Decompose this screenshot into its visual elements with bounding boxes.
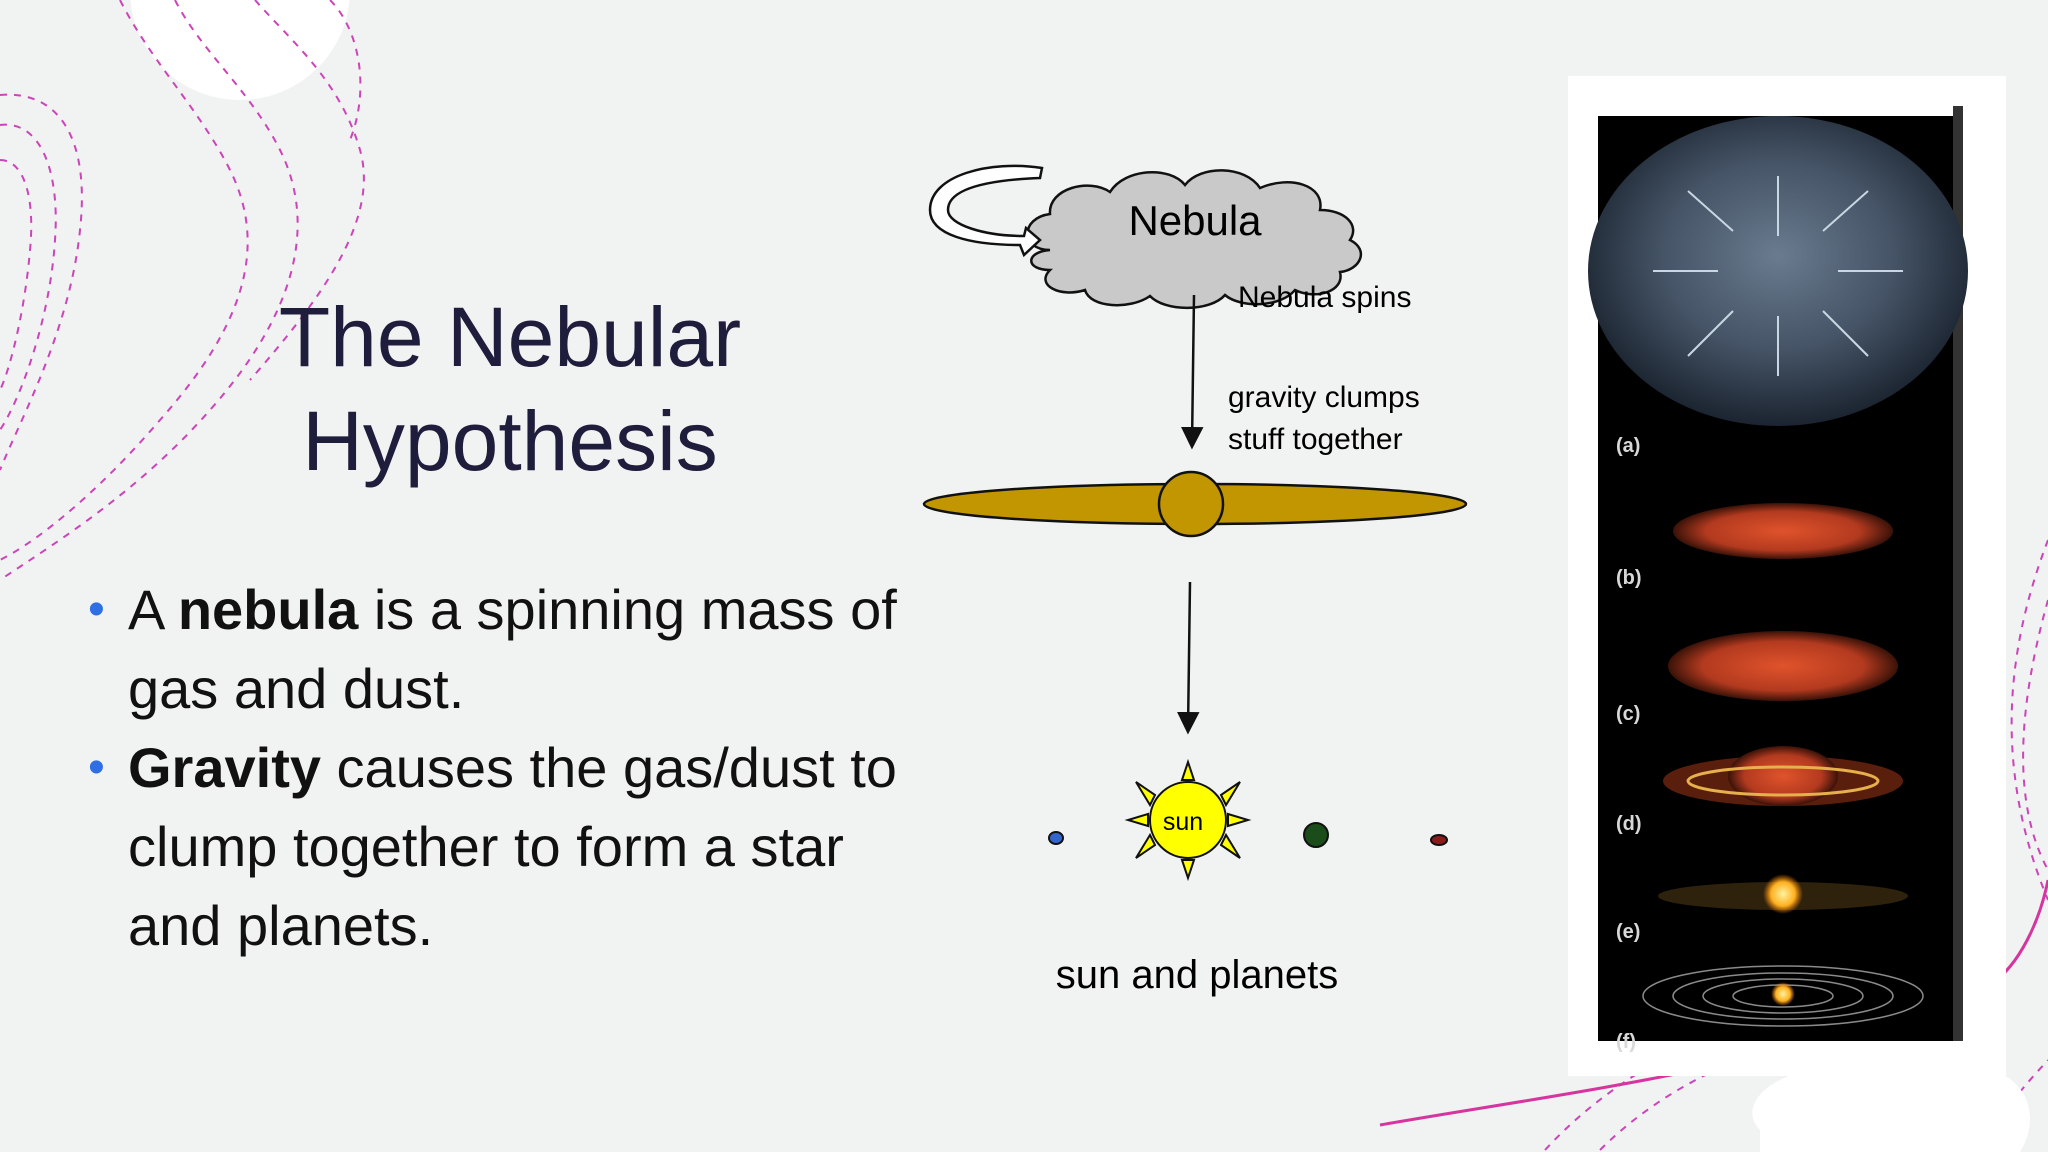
arrow-1 <box>1180 294 1204 450</box>
sun-label: sun <box>1163 808 1203 836</box>
planet-red <box>1430 834 1448 846</box>
cloud-label: Nebula <box>1128 197 1262 244</box>
stage-label-d: (d) <box>1616 813 1642 835</box>
arrow-2 <box>1176 581 1200 735</box>
nebula-cloud-shape <box>1026 169 1362 310</box>
stage-label-e: (e) <box>1616 921 1640 943</box>
protostar <box>1157 470 1225 538</box>
step2-label-line1: gravity clumps <box>1228 381 1420 414</box>
planet-blue <box>1048 831 1064 845</box>
stage-label-a: (a) <box>1616 435 1640 457</box>
formation-stages-image: (a) (b) (c) (d) (e) (f) <box>1568 76 2006 1076</box>
stage-label-c: (c) <box>1616 703 1640 725</box>
stage-label-b: (b) <box>1616 567 1642 589</box>
planet-green <box>1303 822 1329 848</box>
bullet-item: • A nebula is a spinning mass of gas and… <box>88 570 918 728</box>
step2-label-line2: stuff together <box>1228 423 1403 456</box>
bullet-item: • Gravity causes the gas/dust to clump t… <box>88 728 918 965</box>
slide-title: The Nebular Hypothesis <box>190 285 830 493</box>
bullet-dot-icon: • <box>88 741 105 794</box>
sun-icon <box>1124 758 1252 882</box>
bullet-dot-icon: • <box>88 583 105 636</box>
final-label: sun and planets <box>1056 953 1338 997</box>
stage-label-f: (f) <box>1616 1031 1636 1053</box>
title-line-1: The Nebular <box>278 290 742 384</box>
title-line-2: Hypothesis <box>302 394 718 488</box>
formation-stages-art: (a) (b) (c) (d) (e) (f) <box>1588 106 1968 1053</box>
bullet-list: • A nebula is a spinning mass of gas and… <box>88 570 918 965</box>
step1-label: Nebula spins <box>1238 281 1411 314</box>
spin-arrow-icon <box>928 164 1044 258</box>
bold-term: Gravity <box>128 736 321 799</box>
nebula-diagram: Nebula Nebula spins gravity clumps stuff… <box>922 164 1468 997</box>
bold-term: nebula <box>177 578 359 641</box>
